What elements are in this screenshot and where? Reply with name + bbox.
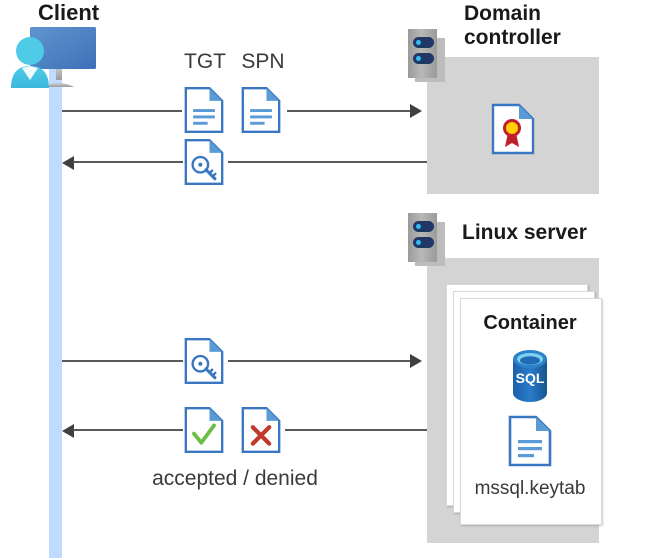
message-4-line-left [73,429,183,431]
client-lifeline [49,68,62,558]
keytab-filename-label: mssql.keytab [474,478,586,499]
message-1-arrowhead [410,104,422,118]
spn-document-icon [241,85,281,135]
svg-text:SQL: SQL [516,370,545,386]
spn-label: SPN [241,50,285,73]
service-ticket-key-icon-1 [184,137,224,187]
tgt-label: TGT [184,50,226,73]
accepted-denied-caption: accepted / denied [152,467,318,490]
container-card-front [460,298,602,525]
linux-server-rack-icon [408,213,437,262]
message-4-arrowhead [62,424,74,438]
domain-controller-rack-icon [408,29,437,78]
denied-document-icon [241,405,281,455]
certificate-icon [491,103,535,155]
domain-controller-title-line1: Domain [464,2,542,25]
accepted-document-icon [184,405,224,455]
sql-database-icon: SQL [508,350,552,402]
message-2-line-right [228,161,427,163]
keytab-file-icon [508,415,552,467]
service-ticket-key-icon-2 [184,336,224,386]
linux-server-title: Linux server [462,221,587,244]
message-2-arrowhead [62,156,74,170]
container-title: Container [483,312,577,334]
message-1-line-left [62,110,182,112]
domain-controller-title-line2: controller [464,26,561,49]
message-3-arrowhead [410,354,422,368]
message-1-line-right [287,110,412,112]
client-title: Client [38,0,100,25]
tgt-document-icon [184,85,224,135]
client-computer-icon [8,22,108,94]
message-3-line-left [62,360,183,362]
message-3-line-right [228,360,412,362]
message-4-line-right [285,429,427,431]
message-2-line-left [73,161,183,163]
